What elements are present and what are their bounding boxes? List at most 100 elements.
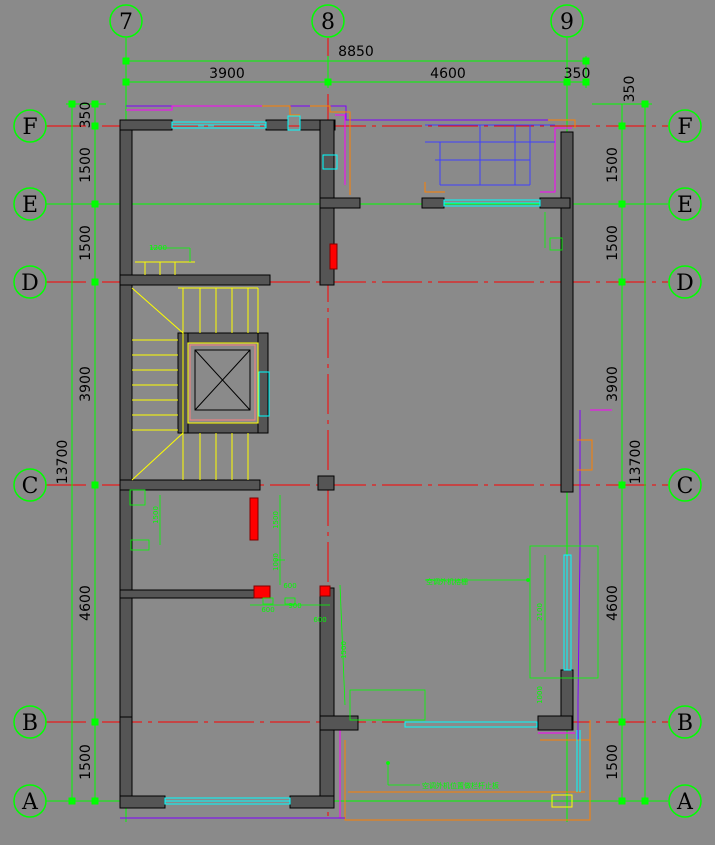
right-dimensions [592,100,652,805]
dim-1500-left-1: 1500 [78,147,94,183]
wall-top-left-1 [119,119,173,131]
grid-label-C-right: C [677,474,694,499]
fire-box-mid [249,497,259,541]
grid-bubbles: 7 8 9 F E D C B A F E D C B A [13,4,702,818]
dim-overall-width: 8850 [338,44,374,60]
grid-bubble-B-right [668,705,702,739]
grid-label-F-right: F [677,115,692,140]
grid-bubble-C-left [13,468,47,502]
grid-bubble-9 [550,4,584,38]
dim-4600-right: 4600 [605,585,621,621]
dim-350-top: 350 [564,66,591,82]
wall-left-upper [119,119,133,726]
dim-3900-right: 3900 [605,366,621,402]
wall-right-upper [560,131,574,493]
detail-dim-8: 1500 [340,641,348,659]
grid-label-C-left: C [22,474,39,499]
detail-dim-9: 1000 [536,686,544,704]
dim-4600-left: 4600 [78,585,94,621]
wall-left-lower [119,716,133,808]
annotation-ac-grille: 空调外机格栅 [426,577,468,586]
left-dimensions [66,100,106,805]
grid-label-7: 7 [119,10,133,35]
wall-axis8-stub-b [319,715,359,731]
grid-label-E-left: E [22,193,38,218]
dim-13700-right: 13700 [628,440,644,485]
dim-350-left: 350 [78,102,94,129]
balcony-railing-blue [425,124,555,186]
detail-dimension-labels: 1200 1500 1500 1000 600 900 600 600 1500… [149,244,544,704]
grid-label-A-right: A [676,790,694,815]
grid-bubble-D-right [668,265,702,299]
detail-dim-1: 1500 [152,506,160,524]
grid-bubble-A-left [13,784,47,818]
detail-dim-3: 1000 [272,553,280,571]
wall-axis8-col-c [317,475,335,491]
dim-3900-top: 3900 [209,66,245,82]
detail-dim-7: 600 [283,582,296,590]
grid-bubble-C-right [668,468,702,502]
wall-row-d [119,274,271,286]
annotation-ac-position: 空调外机位置做栏杆止板 [422,781,499,790]
grid-bubble-8 [311,4,345,38]
grid-bubble-A-right [668,784,702,818]
window-bottom-middle [404,721,538,728]
dim-4600-top: 4600 [430,66,466,82]
grid-bubble-D-left [13,265,47,299]
wall-row-c [119,479,261,491]
dim-1500-right-3: 1500 [605,744,621,780]
grid-bubble-7 [109,4,143,38]
detail-dim-4: 600 [261,606,274,614]
wall-right-stub-b [537,715,573,731]
wall-top-right-stub [421,197,445,209]
detail-dim-6: 600 [313,616,326,624]
stairs [131,261,259,481]
elevator-shaft [187,342,259,424]
grid-label-B-right: B [677,711,693,736]
wall-lower-partition [119,589,256,599]
overhead-lines [120,105,612,821]
detail-dim-10: 2100 [536,603,544,621]
wall-bottom-right [289,795,335,809]
grid-label-F-left: F [22,115,37,140]
fire-box-upper [329,243,338,270]
grid-label-9: 9 [560,10,574,35]
detail-dim-0: 1200 [149,244,167,252]
grid-label-A-left: A [21,790,39,815]
top-dimensions [122,56,590,88]
dim-1500-left-3: 1500 [78,744,94,780]
detail-dim-2: 1500 [272,511,280,529]
window-shaft-vent [322,154,338,170]
fire-box-low-1 [253,585,271,599]
detail-dim-5: 900 [288,602,301,610]
window-elevator-door [258,371,270,417]
windows [164,115,581,805]
fire-box-low-2 [319,585,331,597]
grid-bubble-E-left [13,187,47,221]
fire-hydrant-boxes [249,243,338,599]
marker-yellow-box [551,794,573,808]
grid-bubble-B-left [13,705,47,739]
annotation-leaders [386,578,530,786]
wall-right-stub-e [539,197,571,209]
walls [119,119,574,809]
wall-top-left-2 [265,119,289,131]
grid-label-B-left: B [22,711,38,736]
dim-13700-left: 13700 [55,440,71,485]
dim-1500-right-1: 1500 [605,147,621,183]
grid-label-E-right: E [677,193,693,218]
dim-1500-right-2: 1500 [605,225,621,261]
grid-bubble-F-left [13,109,47,143]
wall-bottom-left [119,795,166,809]
detail-green-lines [129,212,599,721]
dim-350-top-right: 350 [622,76,638,103]
grid-label-8: 8 [321,10,335,35]
grid-label-D-left: D [21,271,39,296]
dim-1500-left-2: 1500 [78,225,94,261]
grid-bubble-E-right [668,187,702,221]
grid-label-D-right: D [676,271,694,296]
dim-3900-left: 3900 [78,366,94,402]
grid-bubble-F-right [668,109,702,143]
